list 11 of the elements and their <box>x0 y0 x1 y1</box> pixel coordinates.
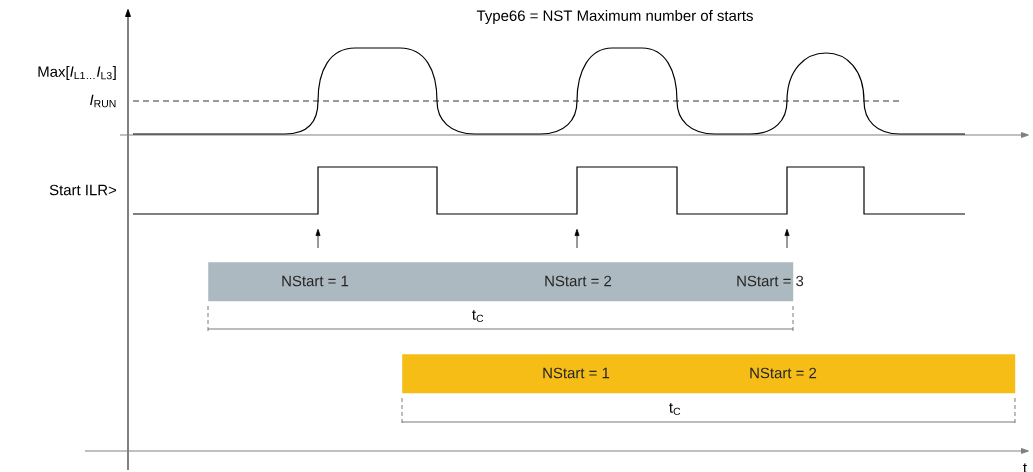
dimension-label: t$_{C}$ <box>472 309 484 323</box>
axis-label: I$_{RUN}$ <box>90 94 116 108</box>
band-label: NStart = 1 <box>543 367 610 379</box>
title: Type66 = NST Maximum number of starts <box>476 10 753 24</box>
band-label: NStart = 1 <box>282 275 349 287</box>
axis-label: Max[I$_{L1…}$I$_{L3}$] <box>38 66 116 80</box>
axis-label: Start ILR> <box>49 184 117 196</box>
axis-label: t <box>1023 463 1027 472</box>
band-label: NStart = 2 <box>545 275 612 287</box>
band-label: NStart = 3 <box>737 275 804 287</box>
band-label: NStart = 2 <box>750 367 817 379</box>
